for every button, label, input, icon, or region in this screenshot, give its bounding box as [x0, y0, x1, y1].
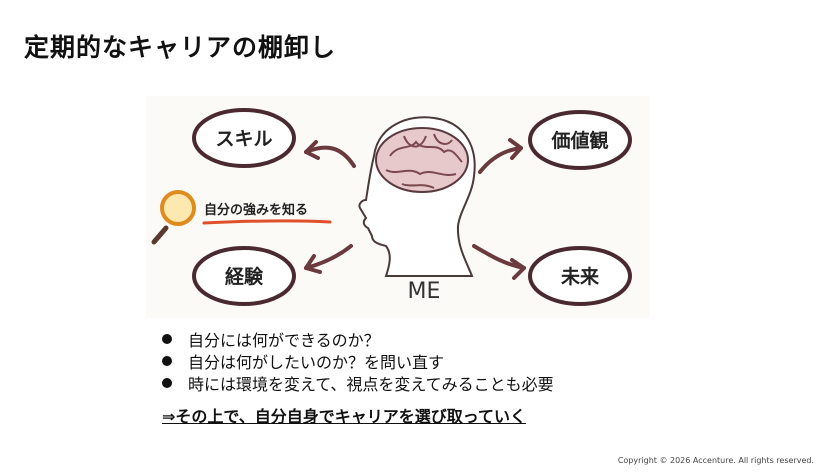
- arrow-to-skill-icon: [304, 145, 356, 168]
- brain-icon: [375, 127, 469, 193]
- arrowhead-skill-icon: [304, 140, 320, 160]
- bullet-text: 自分には何ができるのか？: [188, 331, 380, 350]
- conclusion-text: ⇒その上で、自分自身でキャリアを選び取っていく: [162, 407, 526, 426]
- bullet-dot-icon: [162, 334, 172, 344]
- arrowhead-values-icon: [508, 138, 523, 160]
- strength-underline-icon: [202, 219, 332, 225]
- bullet-text: 時には環境を変えて、視点を変えてみることも必要: [188, 375, 554, 394]
- values-label: 価値観: [550, 129, 608, 152]
- bullet-text: 自分は何がしたいのか？を問い直す: [188, 353, 445, 372]
- experience-ellipse: [192, 246, 296, 306]
- illustration-svg: スキル 経験 価値観 未来 ME: [151, 108, 632, 306]
- bullet-dot-icon: [162, 356, 172, 366]
- bullet-item: 自分には何ができるのか？: [162, 328, 722, 350]
- copyright-notice: Copyright © 2026 Accenture. All rights r…: [617, 456, 814, 465]
- arrowhead-experience-icon: [304, 254, 322, 274]
- bullet-list: 自分には何ができるのか？ 自分は何がしたいのか？を問い直す 時には環境を変えて、…: [162, 328, 722, 394]
- page-title: 定期的なキャリアの棚卸し: [24, 33, 337, 62]
- career-inventory-illustration: スキル 経験 価値観 未来 ME: [146, 96, 650, 318]
- me-label: ME: [408, 279, 441, 304]
- bullet-dot-icon: [162, 378, 172, 388]
- bullet-item: 時には環境を変えて、視点を変えてみることも必要: [162, 372, 722, 394]
- arrowhead-future-icon: [510, 258, 526, 280]
- strength-label: 自分の強みを知る: [204, 202, 308, 218]
- skill-ellipse: [192, 108, 296, 168]
- future-ellipse: [528, 246, 632, 306]
- magnifier-icon: [151, 190, 196, 245]
- experience-label: 経験: [225, 265, 264, 288]
- arrow-to-values-icon: [478, 146, 523, 174]
- arrow-to-experience-icon: [304, 244, 353, 270]
- values-ellipse: [528, 110, 632, 170]
- future-label: 未来: [560, 265, 599, 288]
- bullet-item: 自分は何がしたいのか？を問い直す: [162, 350, 722, 372]
- skill-label: スキル: [215, 128, 272, 150]
